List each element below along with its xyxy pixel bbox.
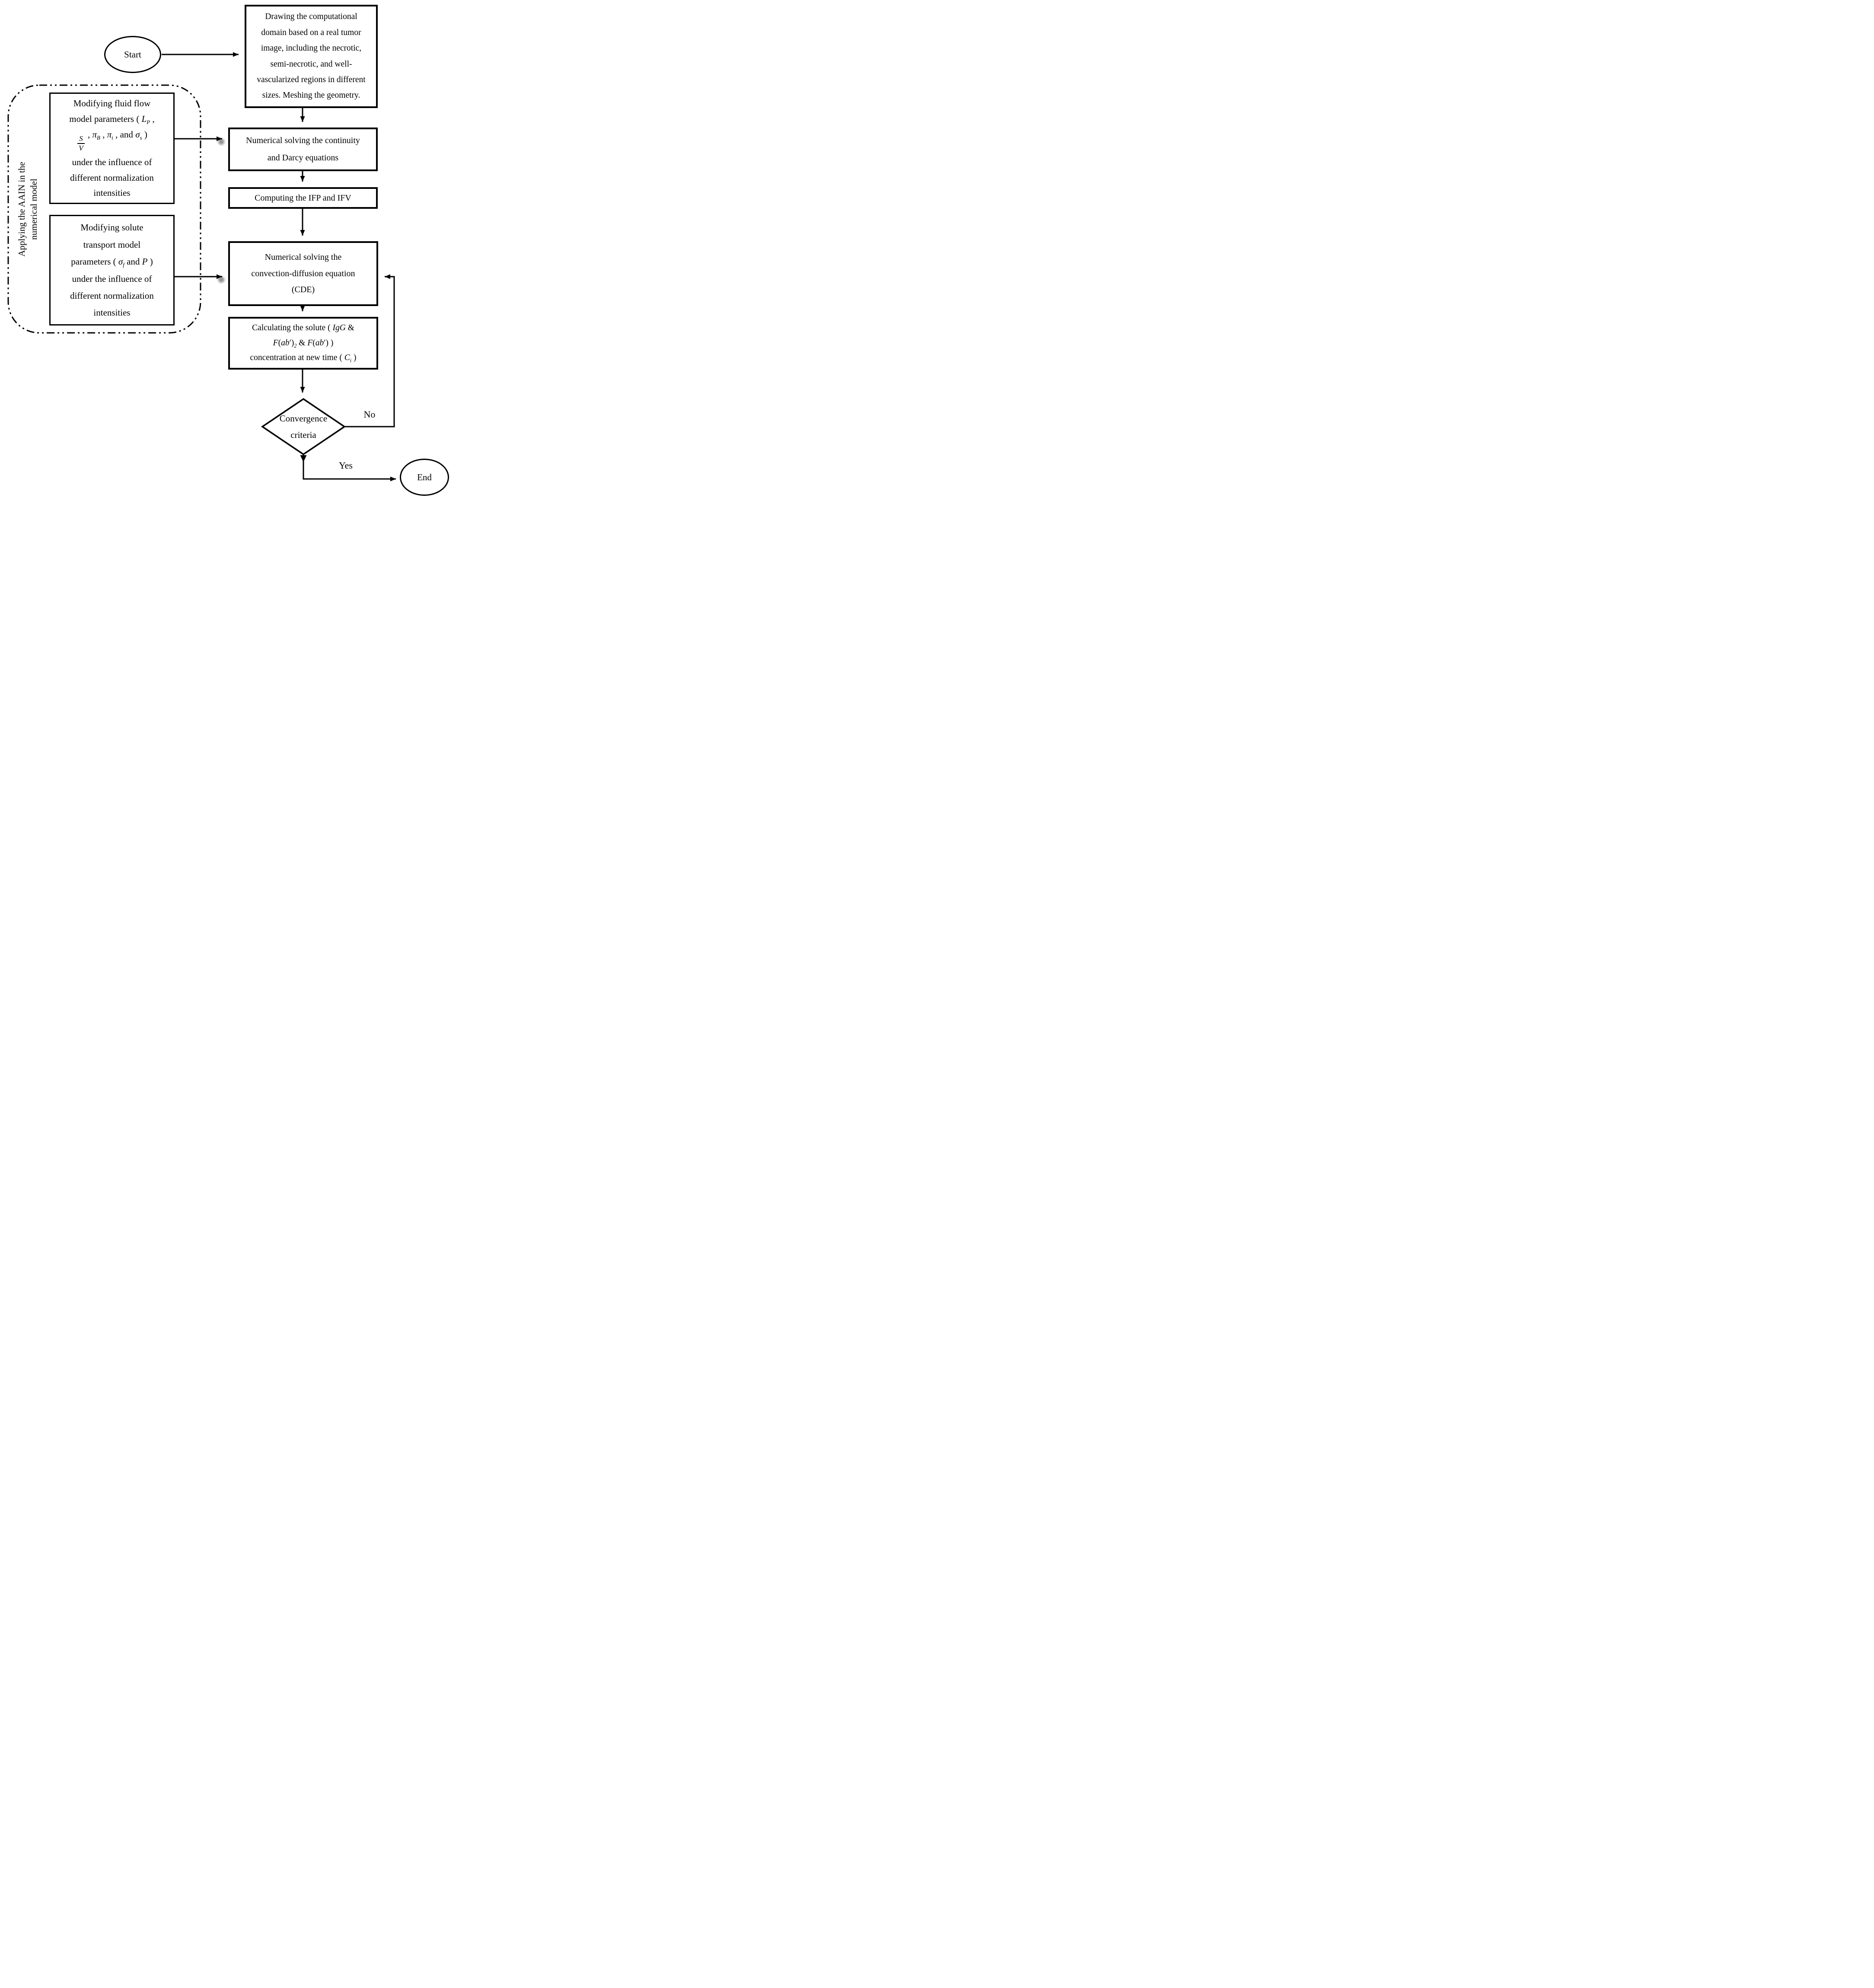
solute-arrow-group — [175, 274, 224, 283]
yes-branch-label: Yes — [338, 460, 353, 471]
solute-arrow-shadow-blob — [218, 277, 224, 283]
fluid-arrow-group — [175, 136, 224, 145]
end-terminator: End — [400, 459, 449, 496]
no-feedback-path — [344, 274, 395, 428]
yes-path — [303, 454, 396, 482]
end-label: End — [417, 472, 432, 482]
compute-ifp-ifv-process: Computing the IFP and IFV — [228, 187, 378, 209]
connector-layer — [7, 52, 396, 482]
fluid-arrow-shadow-blob — [218, 139, 224, 145]
yes-mid-arrowhead — [300, 455, 307, 462]
convergence-diamond — [261, 398, 346, 456]
aain-dashed-container — [7, 84, 201, 334]
no-branch-label: No — [363, 409, 376, 420]
start-terminator: Start — [104, 36, 161, 73]
start-label: Start — [124, 49, 141, 60]
solute-concentration-process: Calculating the solute ( IgG &F(ab′)2 & … — [228, 317, 378, 370]
